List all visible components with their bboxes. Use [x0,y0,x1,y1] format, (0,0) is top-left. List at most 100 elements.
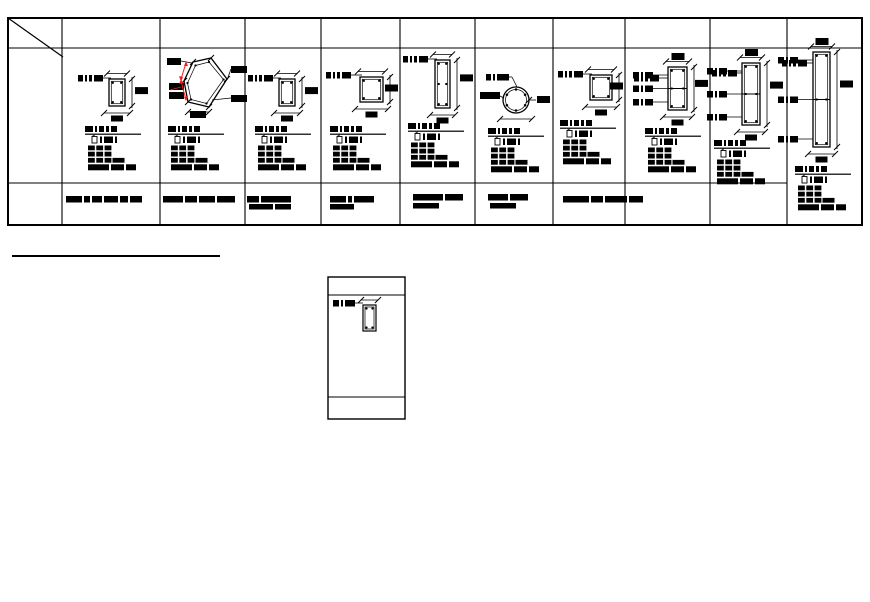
redacted-text [179,157,187,163]
dimension-label [169,83,184,90]
redacted-text [514,128,520,134]
redacted-text [104,151,112,157]
redacted-text [349,145,357,151]
redacted-text [725,159,733,165]
redacted-text [740,140,746,146]
redacted-text [650,75,659,82]
redacted-text [408,123,416,129]
redacted-text [217,196,235,203]
column-cell-C6 [480,74,550,173]
redacted-text [744,150,746,157]
redacted-text [733,159,741,165]
redacted-text [778,57,784,64]
redacted-text [264,75,273,82]
column-cell-C4 [326,68,398,171]
redacted-text [719,68,727,75]
redacted-text [445,194,463,201]
underline-rule [795,173,851,175]
redacted-text [96,151,104,157]
redacted-text [337,72,340,79]
redacted-text [486,74,491,81]
dimension-label [770,81,783,89]
redacted-text [648,147,655,153]
redacted-text [707,114,713,121]
dimension-label [695,79,708,87]
redacted-text [488,194,508,201]
redacted-text [418,123,420,129]
redacted-text [514,166,527,173]
redacted-text [99,126,104,132]
redacted-text [515,159,528,165]
redacted-text [255,126,263,132]
redacted-text [94,75,103,82]
redacted-text [728,140,733,146]
underline-rule [330,133,386,135]
redacted-text [563,139,570,145]
redacted-text [275,204,291,210]
redacted-text [423,133,425,140]
redacted-text [413,194,443,201]
redacted-text [100,136,102,143]
redacted-text [814,176,823,183]
redacted-text [126,164,136,171]
redacted-text [814,197,822,203]
redacted-text [354,196,374,203]
redacted-text [574,71,583,78]
dimension-label [671,53,685,60]
redacted-text [195,157,208,163]
redacted-text [641,72,643,79]
redacted-text [130,196,142,203]
underline-rule [168,133,224,135]
redacted-text [491,147,498,153]
underline-rule [714,147,770,149]
redacted-text [411,142,418,148]
redacted-text [410,56,412,63]
redacted-text [741,171,754,177]
redacted-text [686,166,696,173]
redacted-text [570,120,572,126]
redacted-text [115,136,117,143]
redacted-text [348,196,352,203]
redacted-text [733,171,741,177]
redacted-text [258,164,279,171]
redacted-text [786,57,788,64]
redacted-text [209,164,219,171]
redacted-text [778,136,784,143]
redacted-text [488,128,496,134]
dimension-label [169,92,184,99]
redacted-text [798,191,805,197]
redacted-text [581,120,584,126]
redacted-text [88,157,95,163]
redacted-text [111,164,124,171]
redacted-text [266,145,274,151]
redacted-text [790,136,798,143]
redacted-text [755,178,765,185]
redacted-text [715,114,717,121]
redacted-text [645,85,653,92]
redacted-text [434,161,447,168]
redacted-text [434,123,440,129]
dimension-label [537,96,550,103]
redacted-text [281,126,287,132]
redacted-text [529,166,539,173]
redacted-text [579,130,588,137]
redacted-text [633,99,639,106]
redacted-text [187,136,196,143]
redacted-text [671,128,677,134]
redacted-text [163,196,183,203]
redacted-text [641,99,643,106]
redacted-text [728,70,737,77]
dimension-label [745,49,758,56]
redacted-text [340,126,342,132]
redacted-text [725,165,733,171]
redacted-text [371,164,381,171]
dimension-label [671,119,684,126]
dimension-label [815,156,828,163]
redacted-text [274,151,282,157]
redacted-text [719,91,727,98]
underline-rule [645,135,701,137]
redacted-text [648,159,655,165]
redacted-text [274,157,282,163]
redacted-text [563,145,570,151]
